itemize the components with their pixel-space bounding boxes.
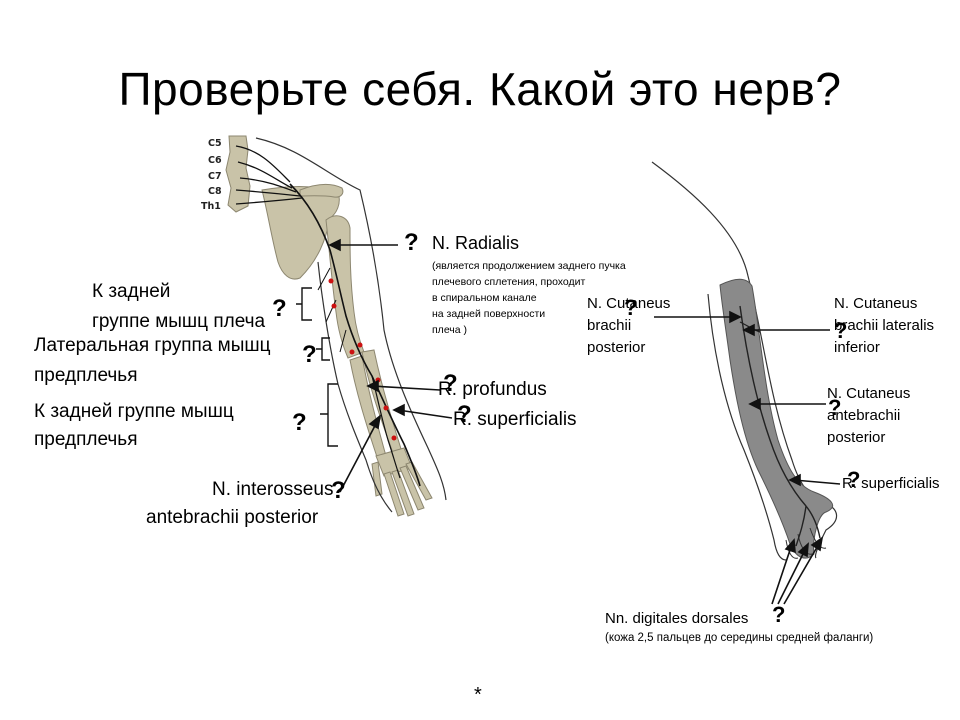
right-pointer-lines: [654, 310, 841, 605]
cervical-vertebrae: [225, 135, 251, 213]
profundus-label: R. profundus: [438, 379, 547, 400]
cut-brachii-post-label-3: posterior: [587, 339, 646, 356]
lateral-forearm-label-2: предплечья: [34, 365, 138, 386]
clavicle: [299, 183, 344, 198]
arm-outline-back: [255, 137, 447, 501]
cutaneous-nerve-line: [739, 305, 821, 547]
digitales-note: (кожа 2,5 пальцев до середины средней фа…: [605, 632, 874, 644]
radialis-desc-4: на задней поверхности: [432, 308, 546, 320]
deep-branch: [371, 375, 401, 479]
cut-brachii-lat-question-mark: ?: [834, 318, 848, 343]
profundus-question-mark: ?: [443, 370, 458, 397]
cut-antebrachii-label-3: posterior: [827, 429, 886, 446]
cut-antebrachii-label-1: N. Cutaneus: [827, 385, 911, 402]
radial-nerve-trunk: [289, 183, 421, 487]
cut-brachii-lat-label-1: N. Cutaneus: [834, 295, 918, 312]
digitales-label: Nn. digitales dorsales: [605, 610, 749, 627]
r-superficialis-label: R. superficialis: [842, 475, 940, 492]
cut-brachii-post-question-mark: ?: [624, 295, 638, 320]
radialis-desc-5: плеча ): [432, 324, 468, 336]
root-label-c7: C7: [208, 171, 222, 182]
radialis-question-mark: ?: [404, 229, 419, 256]
cut-brachii-lat-label-2: brachii lateralis: [834, 317, 935, 334]
radialis-desc-1: (является продолжением заднего пучка: [432, 260, 626, 272]
lateral-forearm-question-mark: ?: [302, 341, 317, 368]
humerus: [325, 215, 365, 359]
posterior-arm-question-mark: ?: [272, 295, 287, 322]
posterior-arm-label-2: группе мышц плеча: [92, 311, 266, 332]
interosseus-label-2: antebrachii posterior: [146, 507, 319, 528]
root-label-c6: C6: [208, 155, 222, 166]
posterior-forearm-label-2: предплечья: [34, 429, 138, 450]
lateral-forearm-label-1: Латеральная группа мышц: [34, 335, 271, 356]
cut-antebrachii-label-2: antebrachii: [827, 407, 901, 424]
posterior-skin-zone: [719, 278, 834, 559]
radialis-desc-3: в спиральном канале: [432, 292, 537, 304]
left-pointer-lines: [328, 238, 453, 493]
root-label-c8: C8: [208, 186, 222, 197]
nerve-dots: [328, 278, 397, 441]
digitales-question-mark: ?: [772, 602, 786, 627]
arm-skin-outline-inner: [707, 293, 787, 561]
posterior-forearm-question-mark: ?: [292, 409, 307, 436]
radialis-label: N. Radialis: [432, 233, 520, 253]
brachial-plexus-roots: [235, 145, 303, 205]
arm-skin-outline-outer: [651, 161, 838, 559]
left-brackets: [296, 287, 338, 447]
r-superficialis-question-mark: ?: [847, 467, 861, 492]
interosseus-label-1: N. interosseus: [212, 479, 334, 500]
page-title: Проверьте себя. Какой это нерв?: [118, 63, 842, 115]
root-label-c5: C5: [208, 138, 222, 149]
footnote-asterisk: *: [474, 684, 482, 706]
superficialis-label: R. superficialis: [453, 409, 577, 430]
cut-brachii-post-label-2: brachii: [587, 317, 632, 334]
arm-outline-front: [317, 261, 393, 513]
radialis-desc-2: плечевого сплетения, проходит: [432, 276, 586, 288]
cut-brachii-post-label-1: N. Cutaneus: [587, 295, 671, 312]
finger-bones: [371, 461, 433, 517]
cut-antebrachii-question-mark: ?: [828, 395, 842, 420]
posterior-forearm-label-1: К задней группе мышц: [34, 401, 234, 422]
superficialis-question-mark: ?: [457, 401, 472, 428]
interosseus-question-mark: ?: [331, 477, 346, 504]
cut-brachii-lat-label-3: inferior: [834, 339, 880, 356]
root-label-th1: Th1: [201, 201, 221, 212]
posterior-arm-label-1: К задней: [92, 281, 171, 302]
